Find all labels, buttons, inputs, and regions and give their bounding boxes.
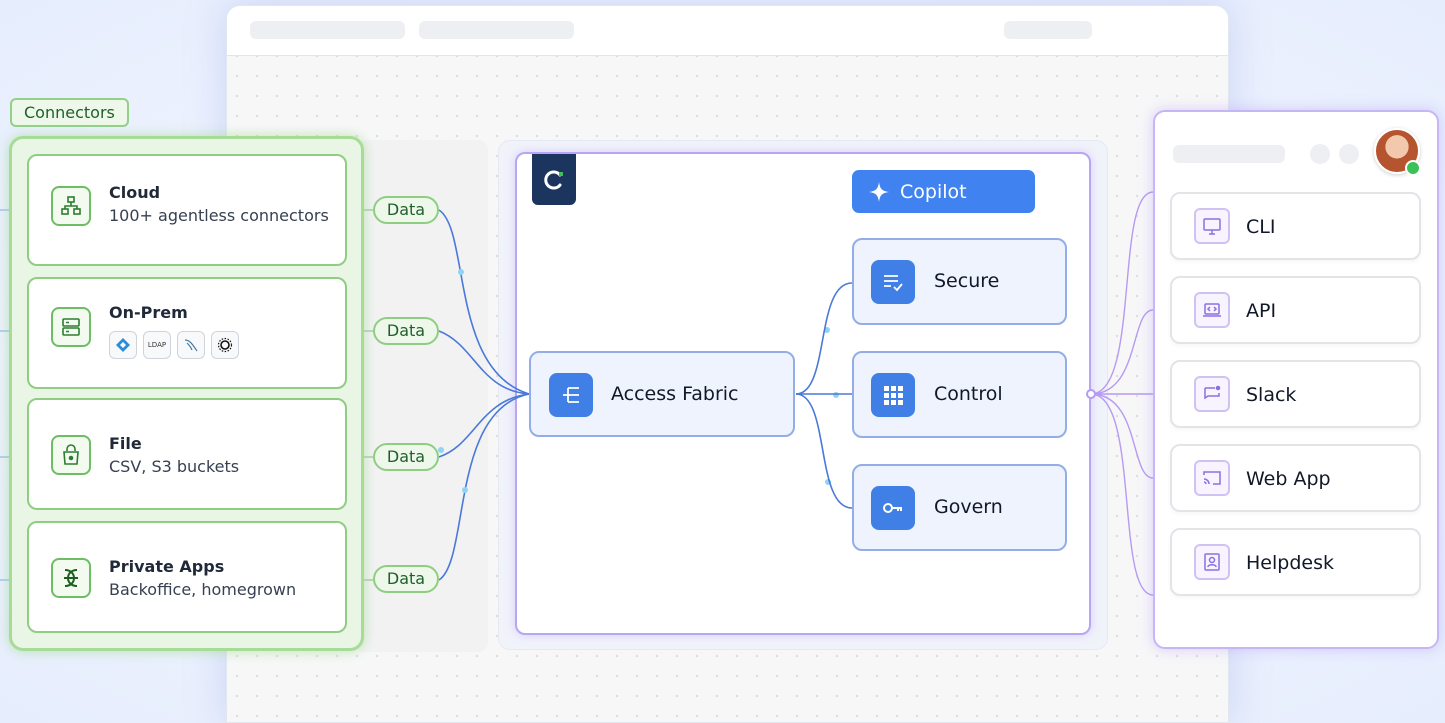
checklist-icon: [871, 260, 915, 304]
connector-title: On-Prem: [109, 303, 188, 322]
capability-label: Control: [934, 383, 1003, 405]
flow-right-bottom: [1090, 393, 1154, 596]
copilot-button[interactable]: Copilot: [852, 170, 1035, 213]
connector-card-file[interactable]: File CSV, S3 buckets: [27, 398, 347, 510]
window-toolbar: [227, 6, 1228, 56]
copilot-label: Copilot: [900, 180, 967, 203]
channel-api[interactable]: API: [1170, 276, 1421, 344]
flow-onprem: [438, 330, 530, 395]
private-apps-icon: [51, 558, 91, 598]
toolbar-placeholder-2: [419, 21, 574, 39]
capability-control[interactable]: Control: [852, 351, 1067, 438]
online-status-badge: [1405, 160, 1421, 176]
channel-label: Slack: [1246, 384, 1297, 406]
ldap-logo: LDAP: [143, 331, 171, 359]
channel-helpdesk[interactable]: Helpdesk: [1170, 528, 1421, 596]
capability-label: Secure: [934, 270, 1000, 292]
data-pill: Data: [373, 196, 439, 224]
channel-slack[interactable]: Slack: [1170, 360, 1421, 428]
flow-private: [438, 393, 530, 581]
flow-secure: [795, 282, 853, 395]
connector-subtitle: Backoffice, homegrown: [109, 580, 297, 599]
connector-card-private-apps[interactable]: Private Apps Backoffice, homegrown: [27, 521, 347, 633]
flow-cloud: [438, 209, 530, 395]
data-pill: Data: [373, 317, 439, 345]
channel-web-app[interactable]: Web App: [1170, 444, 1421, 512]
flow-right-4: [1090, 393, 1154, 479]
channel-label: API: [1246, 300, 1277, 322]
flow-file: [438, 393, 530, 458]
flow-govern: [795, 393, 853, 509]
channel-label: Web App: [1246, 468, 1331, 490]
window-dot: [1310, 144, 1330, 164]
toolbar-placeholder-3: [1004, 21, 1092, 39]
data-to-fabric-lines: [438, 209, 530, 581]
cast-icon: [1194, 460, 1230, 496]
mysql-logo: [177, 331, 205, 359]
fabric-to-capability-lines: [795, 282, 853, 509]
window-dot: [1339, 144, 1359, 164]
junction-node: [1086, 389, 1096, 399]
access-fabric-node[interactable]: Access Fabric: [529, 351, 795, 437]
capability-govern[interactable]: Govern: [852, 464, 1067, 551]
flow-right-top: [1090, 191, 1154, 395]
particle: [438, 447, 444, 453]
particle: [462, 487, 468, 493]
laptop-code-icon: [1194, 292, 1230, 328]
monitor-icon: [1194, 208, 1230, 244]
data-pill: Data: [373, 443, 439, 471]
particle: [833, 392, 839, 398]
chat-bubble-icon: [1194, 376, 1230, 412]
server-icon: [51, 307, 91, 347]
channel-lines: [1090, 191, 1154, 596]
capability-secure[interactable]: Secure: [852, 238, 1067, 325]
channel-label: CLI: [1246, 216, 1276, 238]
channel-label: Helpdesk: [1246, 552, 1334, 574]
access-fabric-label: Access Fabric: [611, 383, 739, 405]
sparkle-icon: [869, 181, 889, 202]
key-icon: [871, 486, 915, 530]
connector-title: Cloud: [109, 183, 161, 202]
brand-logo-icon: [532, 154, 576, 205]
connector-title: File: [109, 434, 142, 453]
file-bucket-icon: [51, 435, 91, 475]
fabric-tree-icon: [549, 373, 593, 417]
grid-icon: [871, 373, 915, 417]
data-pill: Data: [373, 565, 439, 593]
channel-cli[interactable]: CLI: [1170, 192, 1421, 260]
sun-logo: [211, 331, 239, 359]
capability-label: Govern: [934, 496, 1003, 518]
connector-subtitle: 100+ agentless connectors: [109, 206, 329, 225]
toolbar-placeholder-1: [250, 21, 405, 39]
connector-card-onprem[interactable]: On-Prem LDAP: [27, 277, 347, 389]
active-directory-logo: [109, 331, 137, 359]
connector-title: Private Apps: [109, 557, 225, 576]
flow-right-2: [1090, 309, 1154, 395]
helpdesk-icon: [1194, 544, 1230, 580]
cloud-network-icon: [51, 186, 91, 226]
connector-card-cloud[interactable]: Cloud 100+ agentless connectors: [27, 154, 347, 266]
connector-subtitle: CSV, S3 buckets: [109, 457, 240, 476]
connectors-tag: Connectors: [10, 98, 129, 127]
channels-header-placeholder: [1173, 145, 1285, 163]
left-edge-stubs: [0, 209, 9, 581]
particle: [458, 269, 464, 275]
